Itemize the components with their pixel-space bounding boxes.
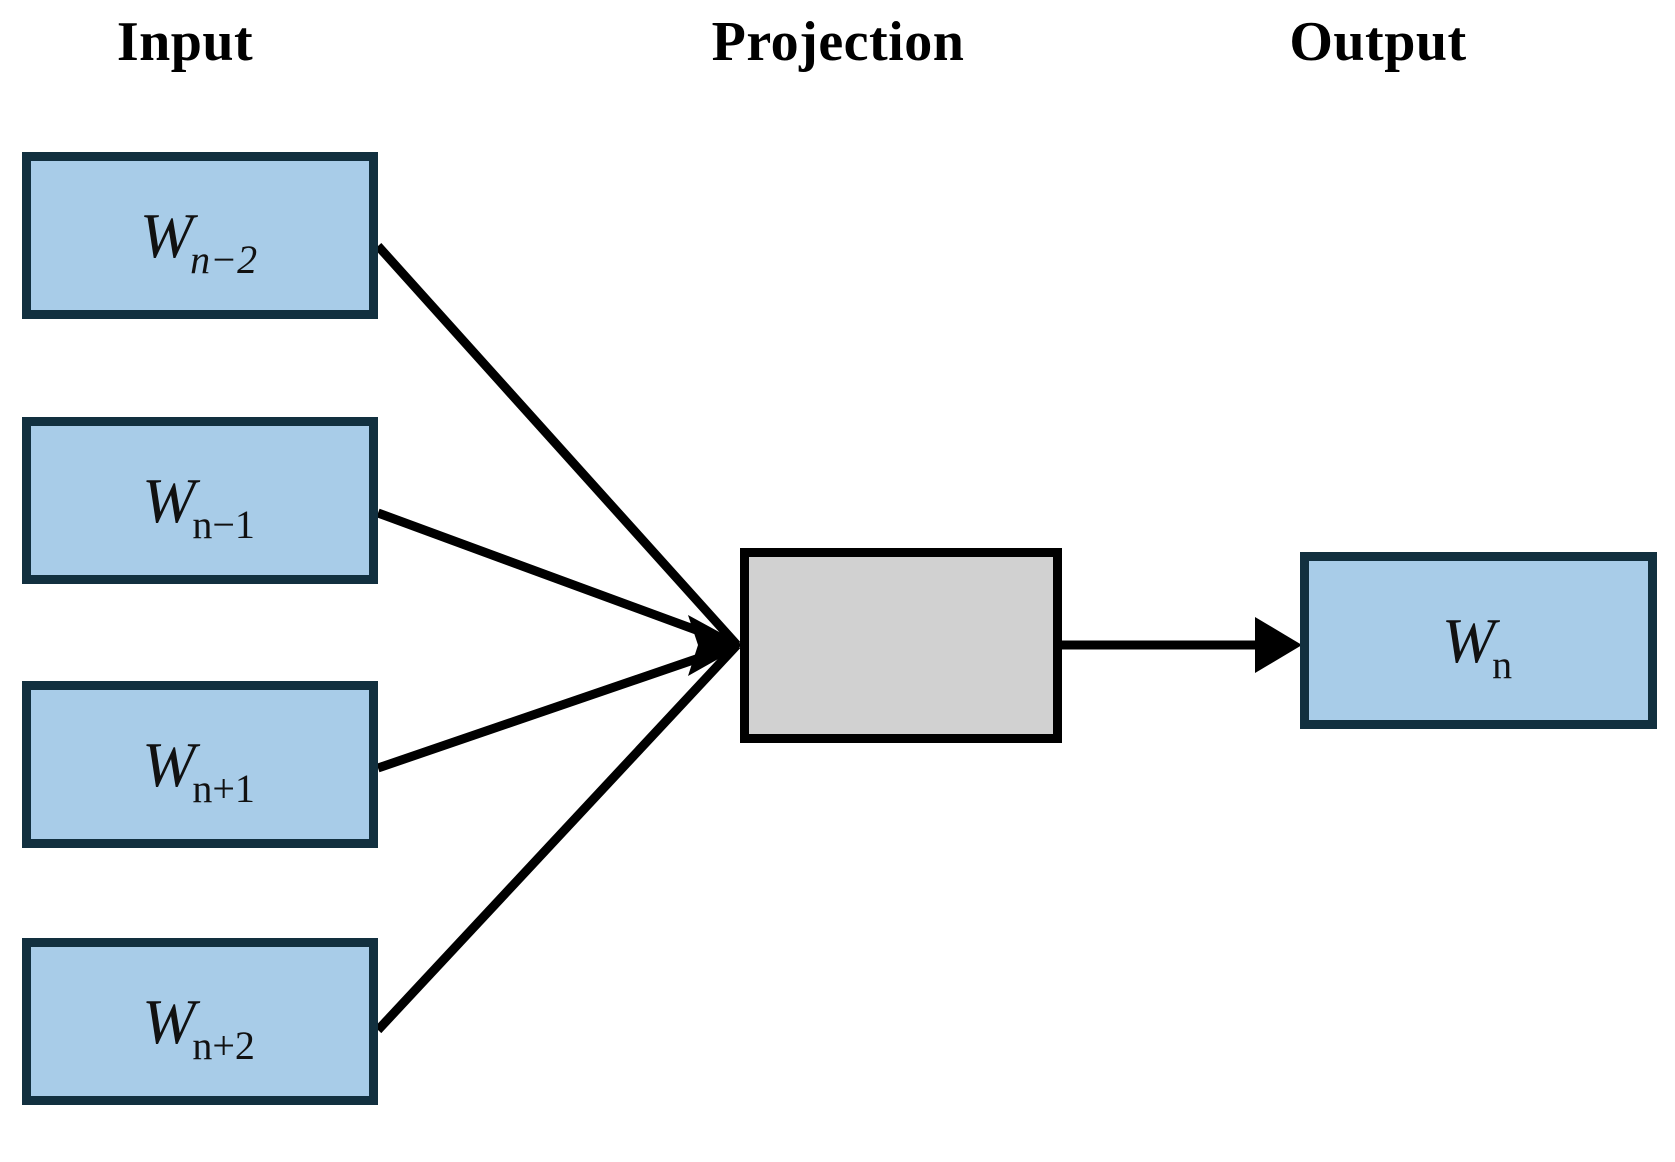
node-label-base: W [1441,604,1496,676]
node-label-wn1: Wn+1 [142,732,258,808]
edge-wn-2-to-projection [374,242,741,649]
output-node-wn[interactable]: Wn [1300,552,1657,729]
node-label-subscript: n+1 [192,765,255,811]
node-label-base: W [142,728,196,800]
node-label-wn: Wn [1442,608,1515,684]
edge-wn2-to-projection [374,641,741,1034]
input-node-wn-2[interactable]: Wn−2 [22,152,378,319]
node-label-subscript: n−1 [192,501,255,547]
edge-wn1-to-projection [376,640,739,773]
projection-node[interactable] [740,548,1062,743]
arrowhead-into-output [1255,617,1302,673]
column-header-input: Input [116,11,254,73]
column-header-projection: Projection [711,11,965,73]
node-label-base: W [139,199,194,271]
input-node-wn1[interactable]: Wn+1 [22,681,378,848]
column-header-output: Output [1289,11,1467,73]
node-label-subscript: n+2 [192,1022,255,1068]
node-label-wn2: Wn+2 [142,989,258,1065]
edge-wn-1-to-projection [376,508,739,650]
node-label-subscript: n [1492,641,1513,687]
input-node-wn-1[interactable]: Wn−1 [22,417,378,584]
node-label-base: W [142,464,196,536]
input-node-wn2[interactable]: Wn+2 [22,938,378,1105]
node-label-base: W [142,985,196,1057]
node-label-wn-1: Wn−1 [142,468,258,544]
node-label-wn-2: Wn−2 [140,203,260,279]
arrowhead-into-projection [688,615,743,676]
node-label-subscript: n−2 [190,236,258,282]
